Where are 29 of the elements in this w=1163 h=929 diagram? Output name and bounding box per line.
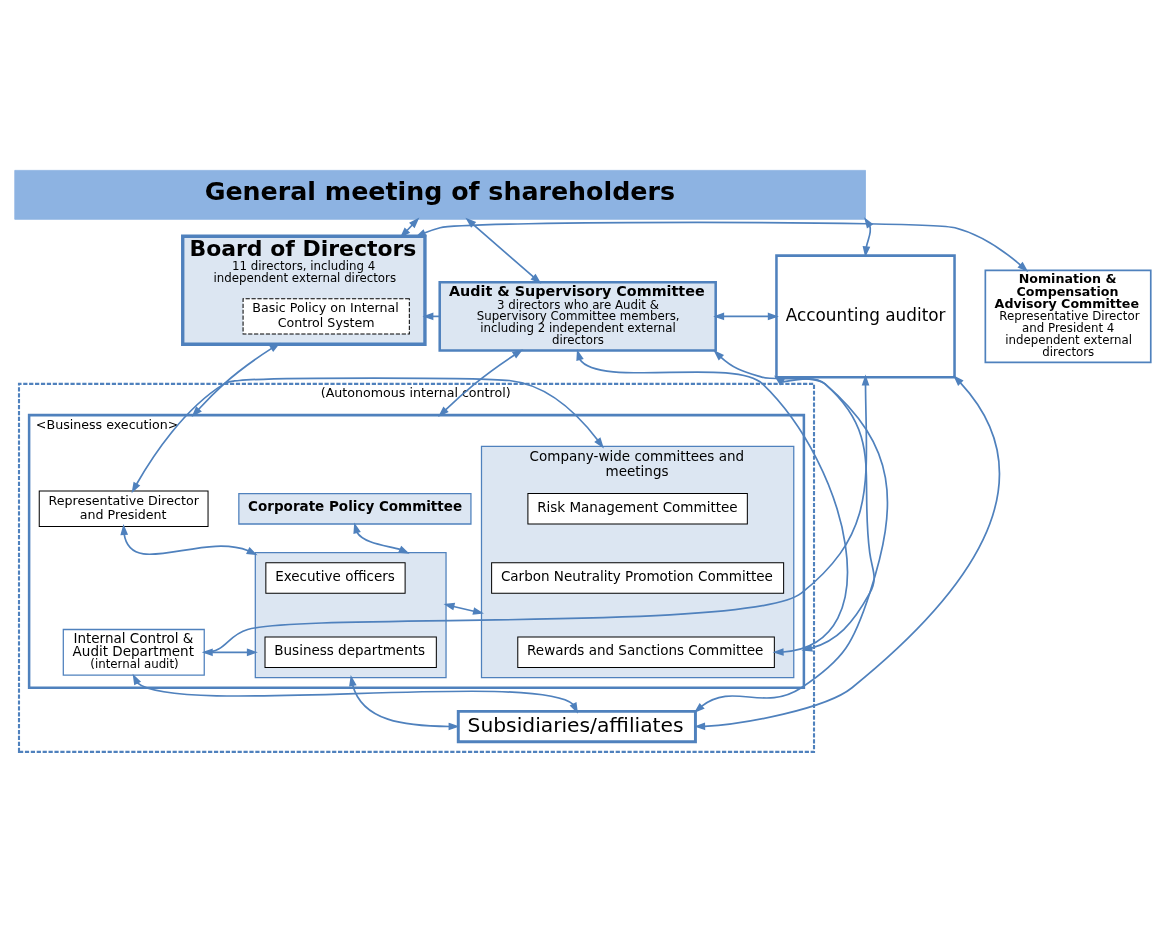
node-box: Risk Management Committee [527,493,748,525]
node-box: General meeting of shareholders [14,169,866,220]
arrow [713,312,779,321]
arrow [576,349,849,656]
node-box: Basic Policy on Internal Control System [242,298,410,335]
node-box: Corporate Policy Committee [238,493,472,525]
arrow [415,221,1029,272]
node-box: Business departments [264,636,437,668]
node-box: Nomination & Compensation Advisory Committee Representative Director and President 4 independent external directors [984,269,1152,364]
arrow [132,673,578,714]
node-box: Audit & Supervisory Committee 3 directors who are Audit & Supervisory Committee members, including 2 independent external directors [438,280,717,352]
arrow [694,375,1000,731]
node-box: Carbon Neutrality Promotion Committee [491,562,785,594]
arrow [774,375,875,652]
arrow [693,350,889,714]
arrow [438,349,524,417]
arrow [203,374,870,654]
node-box: Subsidiaries/affiliates [456,709,697,744]
arrow [349,675,460,731]
node-box: Rewards and Sanctions Committee [517,636,775,668]
cluster [254,552,447,679]
node-box: Executive officers [265,562,406,594]
node-box: Internal Control & Audit Department (internal audit) [62,628,205,676]
node-box: Accounting auditor [775,254,956,379]
arrow [353,522,410,554]
arrow [443,602,484,615]
arrow [131,377,604,494]
node-box: Representative Director and President [38,490,209,528]
arrow [120,523,258,556]
